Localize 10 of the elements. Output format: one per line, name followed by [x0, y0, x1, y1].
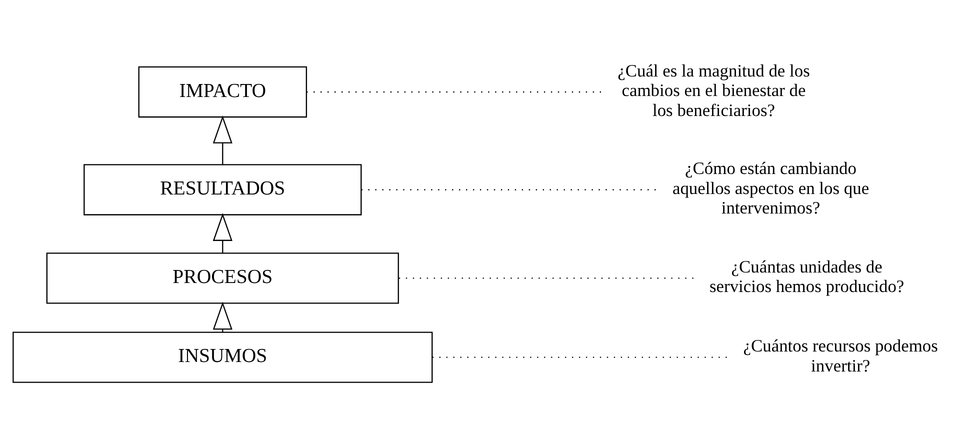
- arrow: [212, 114, 232, 164]
- arrow: [212, 212, 232, 253]
- node-text: ¿Cuántas unidades de servicios hemos producido?: [710, 256, 904, 296]
- node-text: ¿Cuál es la magnitud de los cambios en el bienestar de los beneficiarios?: [618, 60, 810, 120]
- node-box: RESULTADOS: [84, 164, 362, 215]
- node-text: ¿Cómo están cambiando aquellos aspectos en los que intervenimos?: [672, 158, 870, 218]
- node-box: PROCESOS: [46, 252, 399, 304]
- node-box: IMPACTO: [138, 66, 308, 118]
- node-text: ¿Cuántos recursos podemos invertir?: [743, 335, 938, 375]
- node-box: INSUMOS: [12, 331, 433, 382]
